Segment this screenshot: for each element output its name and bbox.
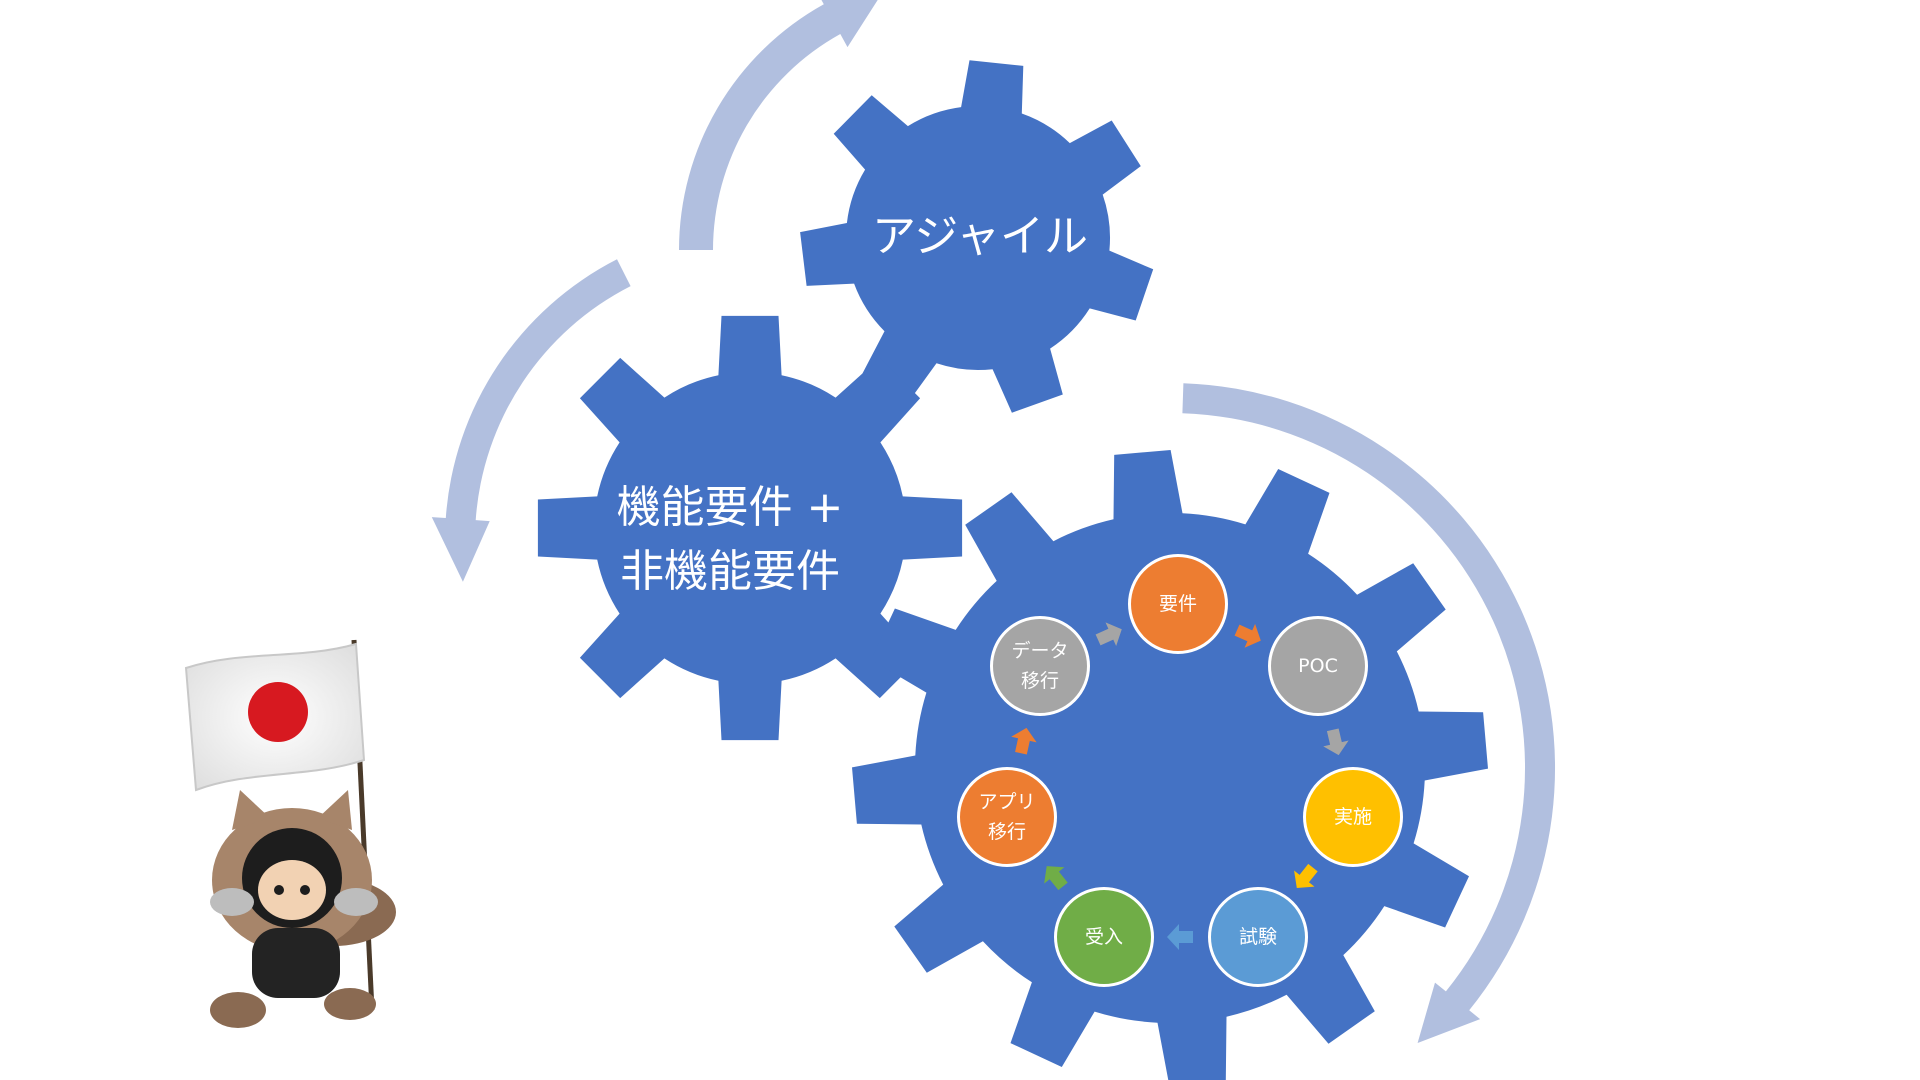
gear-requirements-label: 機能要件 + 非機能要件	[600, 476, 860, 604]
cycle-node-label: 試験	[1238, 926, 1277, 948]
cycle-node-label: 受入	[1084, 926, 1123, 948]
cycle-node-label: 移行	[1020, 670, 1059, 692]
cycle-node-poc: POC	[1268, 616, 1368, 716]
requirements-line-2: 非機能要件	[620, 546, 840, 597]
cycle-step-arrow	[1294, 863, 1318, 888]
cycle-node-label: 要件	[1158, 593, 1197, 615]
cycle-step-arrow	[1095, 622, 1122, 647]
cycle-node-acceptance: 受入	[1054, 887, 1154, 987]
arrow-top	[679, 0, 878, 250]
cycle-step-arrows	[1011, 622, 1349, 950]
cycle-node-testing: 試験	[1208, 887, 1308, 987]
cycle-step-arrow	[1044, 866, 1068, 891]
cycle-node-label: データ	[1011, 640, 1069, 662]
gear-process	[852, 450, 1488, 1080]
cycle-node-label: POC	[1298, 655, 1338, 677]
cycle-node-app-migration: アプリ移行	[957, 767, 1057, 867]
cycle-arrows	[431, 0, 1556, 1043]
gear-requirements	[537, 315, 963, 741]
arrow-right	[1182, 383, 1556, 1043]
cycle-node-label: 実施	[1333, 806, 1372, 828]
gear-agile	[800, 60, 1154, 413]
requirements-line-1: 機能要件 +	[616, 482, 844, 533]
arrow-left	[431, 259, 631, 582]
cycle-step-arrow	[1234, 623, 1261, 648]
cycle-node-label: アプリ	[978, 791, 1036, 813]
cycle-node-data-migration: データ移行	[990, 616, 1090, 716]
agile-label: アジャイル	[871, 211, 1089, 262]
cycle-step-arrow	[1323, 728, 1349, 756]
mascot-flag-japan-icon	[184, 639, 396, 1028]
cycle-node-label: 移行	[987, 821, 1026, 843]
cycle-node-implementation: 実施	[1303, 767, 1403, 867]
gear-agile-label: アジャイル	[860, 205, 1100, 269]
cycle-step-arrow	[1011, 727, 1037, 755]
cycle-node-requirements: 要件	[1128, 554, 1228, 654]
cycle-step-arrow	[1167, 924, 1193, 950]
